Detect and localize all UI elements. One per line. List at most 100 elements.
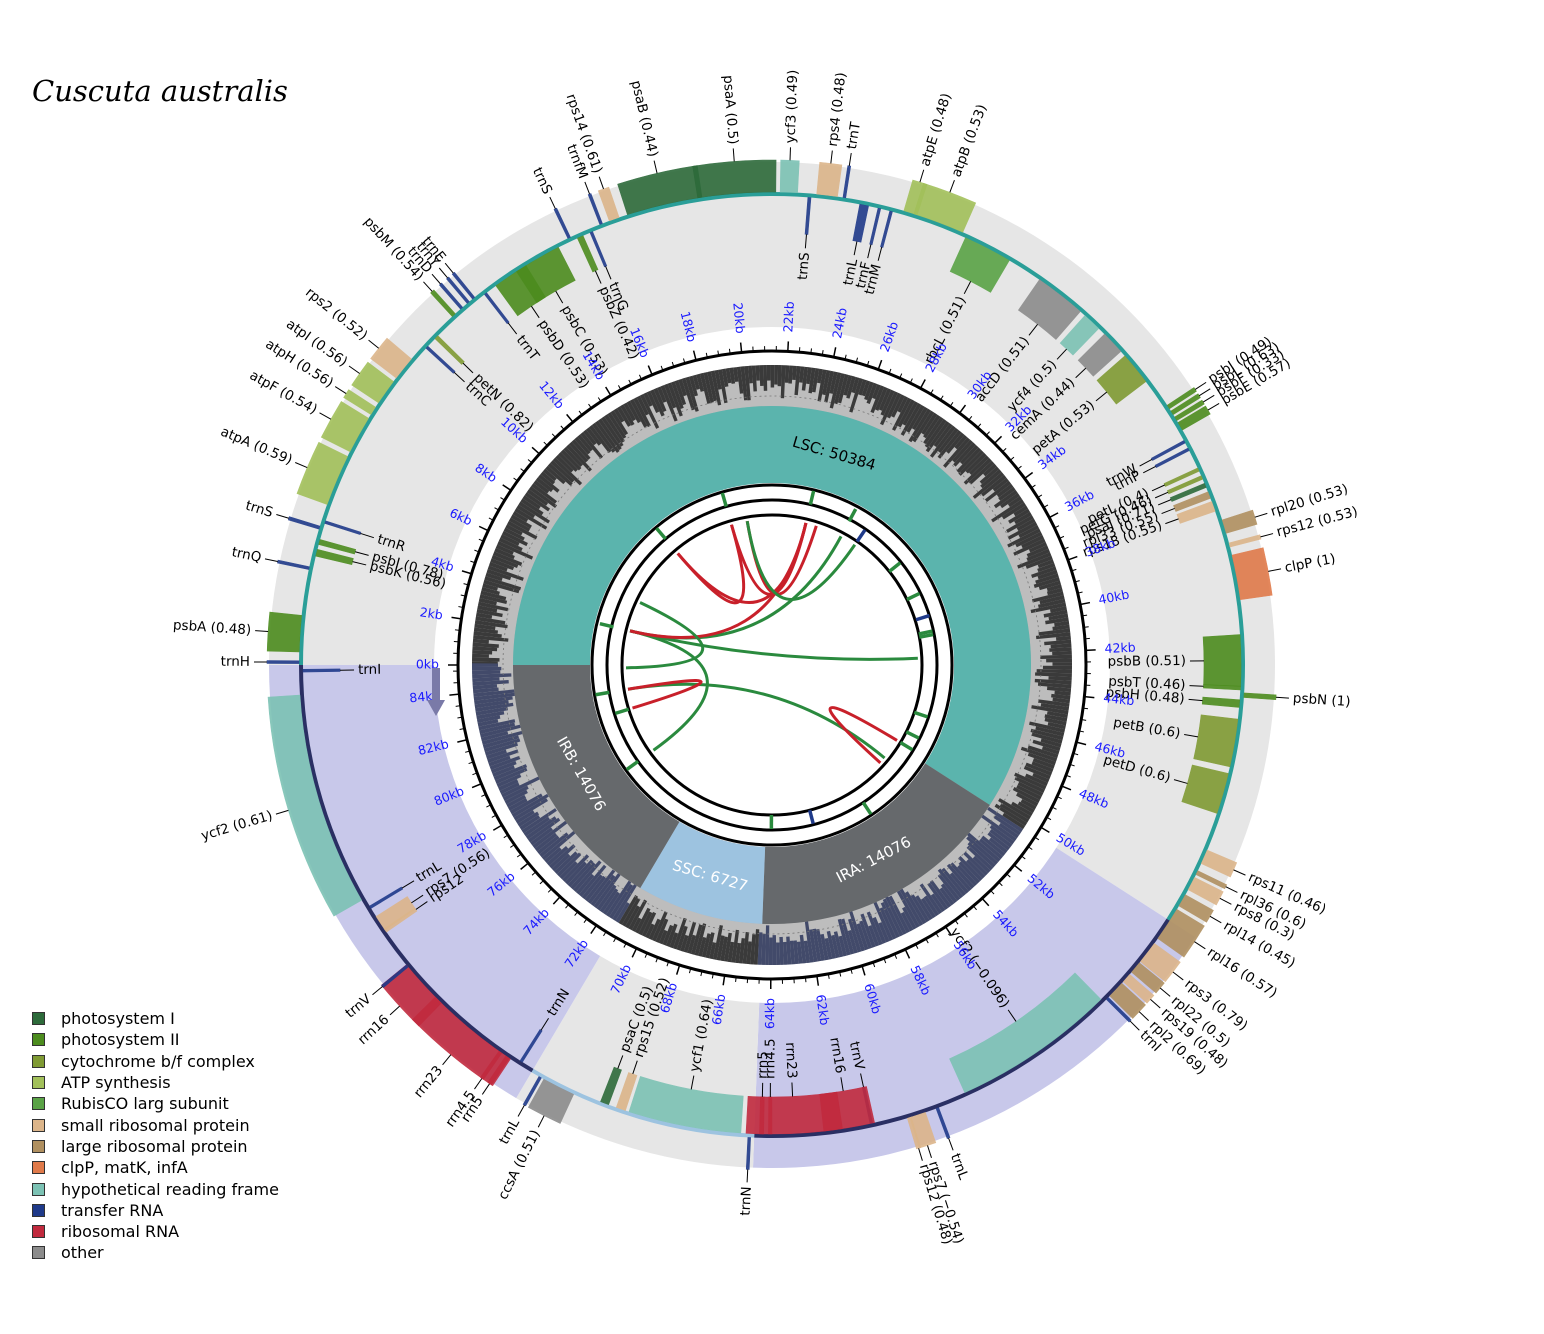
gene-leader bbox=[276, 514, 289, 519]
gc-bar bbox=[1044, 714, 1068, 722]
gc-bar bbox=[933, 423, 953, 448]
gene-block bbox=[266, 660, 300, 664]
tick-mark bbox=[850, 968, 853, 974]
gc-bar bbox=[610, 410, 629, 436]
gc-bar bbox=[923, 414, 941, 439]
gc-bar bbox=[794, 366, 801, 396]
gene-leader bbox=[411, 894, 424, 904]
gc-bar bbox=[759, 365, 764, 386]
tick-mark bbox=[1024, 471, 1034, 480]
direction-arrow-icon bbox=[427, 668, 445, 716]
gc-bar bbox=[725, 368, 732, 384]
gene-block bbox=[1181, 764, 1229, 814]
gene-leader bbox=[537, 1115, 545, 1128]
gene-block bbox=[320, 401, 369, 453]
gene-label: rrn5 bbox=[755, 1051, 772, 1079]
gene-label: trnI bbox=[358, 662, 381, 678]
gene-leader bbox=[1028, 323, 1038, 336]
repeat-track bbox=[620, 513, 924, 817]
tick-mark bbox=[560, 425, 565, 430]
gc-bar bbox=[937, 427, 959, 454]
gene-block bbox=[434, 335, 465, 365]
gc-bar bbox=[472, 666, 502, 671]
gc-bar bbox=[782, 941, 788, 965]
gc-bar bbox=[532, 819, 569, 849]
gene-label: psaA (0.5) bbox=[720, 75, 741, 145]
gc-bar bbox=[473, 631, 502, 638]
gc-bar bbox=[563, 446, 583, 468]
gene-block bbox=[759, 1096, 765, 1135]
tick-mark bbox=[486, 804, 492, 808]
gc-bar bbox=[878, 388, 892, 411]
gc-bar bbox=[1006, 515, 1034, 533]
gc-bar bbox=[1017, 801, 1035, 814]
tick-mark bbox=[547, 888, 553, 893]
repeat-link bbox=[676, 524, 746, 605]
gene-leader bbox=[919, 169, 925, 183]
gc-bar bbox=[979, 838, 1004, 860]
gc-bar bbox=[994, 803, 1028, 827]
gc-bar bbox=[473, 689, 515, 698]
gc-bar bbox=[742, 931, 750, 964]
gc-bar bbox=[799, 366, 805, 383]
tick-mark bbox=[1078, 730, 1085, 733]
tick-label: 0kb bbox=[416, 657, 439, 672]
legend-swatch bbox=[32, 1118, 45, 1132]
gene-block bbox=[949, 237, 1010, 293]
gc-bar bbox=[829, 371, 838, 394]
gc-bar bbox=[946, 432, 965, 454]
tick-mark bbox=[588, 403, 592, 409]
gc-bar bbox=[998, 798, 1031, 820]
gc-bar bbox=[776, 942, 781, 965]
gene-leader bbox=[1184, 734, 1199, 738]
tick-mark bbox=[888, 368, 892, 374]
gene-leader bbox=[1154, 491, 1169, 499]
gc-bar bbox=[473, 627, 499, 634]
repeat-link bbox=[629, 629, 709, 752]
gc-bar bbox=[988, 837, 1008, 854]
gc-bar bbox=[475, 612, 493, 619]
gene-leader bbox=[401, 880, 415, 889]
backbone-arc bbox=[299, 665, 534, 1073]
gc-bar bbox=[485, 572, 503, 582]
gc-bar bbox=[609, 883, 634, 919]
gc-bar bbox=[518, 501, 550, 524]
tick-label: 46kb bbox=[1093, 739, 1127, 761]
gc-bar bbox=[1035, 573, 1059, 584]
legend-item: cytochrome b/f complex bbox=[32, 1051, 279, 1072]
repeat-marker bbox=[614, 707, 630, 716]
gc-bar bbox=[588, 425, 612, 453]
gc-bar bbox=[564, 861, 587, 885]
legend-label: clpP, matK, infA bbox=[61, 1158, 188, 1178]
gc-bar bbox=[959, 444, 979, 465]
gc-bar bbox=[559, 861, 578, 880]
legend-item: ATP synthesis bbox=[32, 1072, 279, 1093]
gc-bar bbox=[815, 928, 825, 961]
gc-bar bbox=[763, 365, 768, 391]
gc-bar bbox=[505, 524, 523, 536]
tick-mark bbox=[552, 896, 561, 905]
tick-mark bbox=[478, 538, 484, 542]
gc-bar bbox=[1018, 524, 1040, 538]
gc-bar bbox=[633, 397, 651, 428]
gc-bar bbox=[848, 909, 866, 952]
gc-bar bbox=[506, 794, 527, 808]
gc-bar bbox=[605, 879, 633, 917]
gc-bar bbox=[766, 365, 771, 381]
gene-leader bbox=[1056, 348, 1067, 360]
gc-bar bbox=[515, 810, 535, 824]
gc-bar bbox=[480, 731, 509, 742]
gene-block bbox=[816, 161, 843, 197]
gc-bar bbox=[981, 814, 1017, 842]
gc-bar bbox=[484, 742, 519, 756]
gc-bar bbox=[486, 749, 507, 760]
tick-mark bbox=[872, 962, 876, 968]
gc-bar bbox=[834, 373, 845, 405]
gc-bar bbox=[882, 898, 904, 937]
gc-bar bbox=[539, 832, 569, 858]
gc-bar bbox=[946, 863, 972, 892]
gc-bar bbox=[957, 864, 978, 887]
gc-bar bbox=[1038, 580, 1061, 591]
gc-bar bbox=[667, 382, 683, 417]
legend-label: ribosomal RNA bbox=[61, 1222, 180, 1242]
